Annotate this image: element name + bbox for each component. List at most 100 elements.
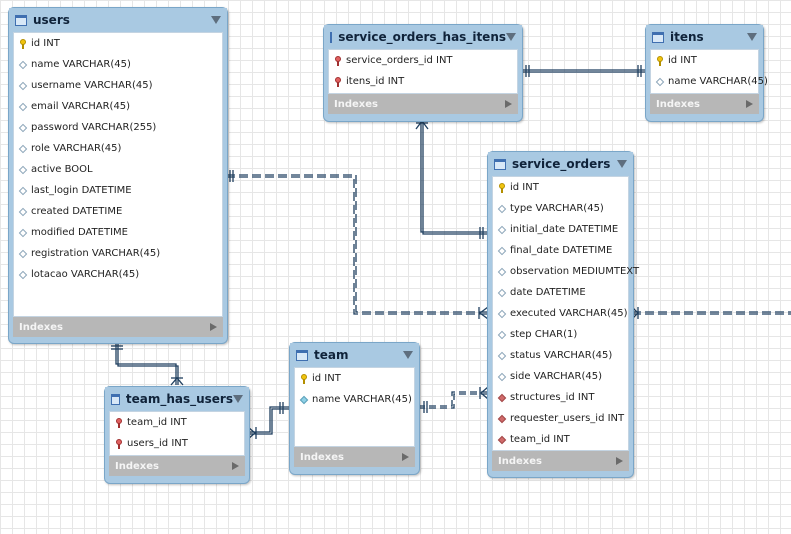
column-row[interactable]: modified DATETIME (14, 222, 222, 243)
column-icon (18, 102, 28, 112)
column-row[interactable]: registration VARCHAR(45) (14, 243, 222, 264)
expand-icon[interactable] (402, 453, 409, 461)
column-row[interactable]: step CHAR(1) (493, 324, 628, 345)
column-row[interactable]: created DATETIME (14, 201, 222, 222)
table-name: users (33, 13, 70, 27)
column-row[interactable]: status VARCHAR(45) (493, 345, 628, 366)
column-row[interactable]: service_orders_id INT (329, 50, 517, 71)
table-team-has-users[interactable]: team_has_users team_id INT users_id INT … (104, 386, 250, 484)
foreign-key-column-icon (497, 393, 507, 403)
indexes-section[interactable]: Indexes (492, 451, 629, 471)
indexes-label: Indexes (498, 455, 542, 467)
table-service-orders[interactable]: service_orders id INT type VARCHAR(45) i… (487, 151, 639, 478)
rel-soi-service-orders (415, 119, 488, 239)
column-row[interactable]: lotacao VARCHAR(45) (14, 264, 222, 285)
collapse-icon[interactable] (233, 395, 243, 403)
column-row[interactable]: team_id INT (493, 429, 628, 450)
column-row[interactable]: id INT (651, 50, 758, 71)
table-header[interactable]: team (290, 343, 419, 367)
indexes-label: Indexes (19, 321, 63, 333)
collapse-icon[interactable] (403, 351, 413, 359)
indexes-section[interactable]: Indexes (328, 94, 518, 114)
collapse-icon[interactable] (211, 16, 221, 24)
foreign-key-icon (114, 438, 124, 449)
column-row[interactable]: executed VARCHAR(45) (493, 303, 628, 324)
foreign-key-icon (333, 55, 343, 66)
column-row[interactable]: users_id INT (110, 433, 244, 454)
column-icon (497, 372, 507, 382)
column-icon (18, 186, 28, 196)
table-name: service_orders_has_itens (338, 30, 506, 44)
table-header[interactable]: team_has_users (105, 387, 249, 411)
indexes-section[interactable]: Indexes (13, 317, 223, 337)
table-header[interactable]: itens (646, 25, 763, 49)
column-list: team_id INT users_id INT (109, 411, 245, 456)
column-icon (18, 249, 28, 259)
table-name: team_has_users (125, 392, 233, 406)
foreign-key-column-icon (497, 414, 507, 424)
column-icon (497, 267, 507, 277)
expand-icon[interactable] (616, 457, 623, 465)
column-row[interactable]: type VARCHAR(45) (493, 198, 628, 219)
indexes-section[interactable]: Indexes (294, 447, 415, 467)
column-row[interactable]: itens_id INT (329, 71, 517, 92)
column-row[interactable]: username VARCHAR(45) (14, 75, 222, 96)
table-name: team (314, 348, 349, 362)
column-row[interactable]: requester_users_id INT (493, 408, 628, 429)
table-users[interactable]: users id INT name VARCHAR(45) username V… (8, 7, 228, 344)
rel-team-team-has-users (247, 402, 290, 440)
column-row[interactable]: password VARCHAR(255) (14, 117, 222, 138)
indexes-section[interactable]: Indexes (109, 456, 245, 476)
primary-key-icon (18, 38, 28, 49)
column-list: id INT name VARCHAR(45) username VARCHAR… (13, 32, 223, 317)
column-list: id INT name VARCHAR(45) (650, 49, 768, 94)
column-row[interactable]: name VARCHAR(45) (651, 71, 768, 92)
indexes-label: Indexes (300, 451, 344, 463)
collapse-icon[interactable] (617, 160, 627, 168)
indexes-label: Indexes (334, 98, 378, 110)
expand-icon[interactable] (232, 462, 239, 470)
column-icon (497, 288, 507, 298)
column-row[interactable]: side VARCHAR(45) (493, 366, 628, 387)
table-icon (494, 158, 506, 170)
column-icon (497, 225, 507, 235)
column-row[interactable]: role VARCHAR(45) (14, 138, 222, 159)
column-row[interactable]: name VARCHAR(45) (14, 54, 222, 75)
column-icon (18, 207, 28, 217)
expand-icon[interactable] (505, 100, 512, 108)
expand-icon[interactable] (746, 100, 753, 108)
table-itens[interactable]: itens id INT name VARCHAR(45) Indexes (645, 24, 768, 122)
collapse-icon[interactable] (747, 33, 757, 41)
column-row[interactable]: id INT (14, 33, 222, 54)
column-row[interactable]: active BOOL (14, 159, 222, 180)
column-icon (497, 204, 507, 214)
column-list: service_orders_id INT itens_id INT (328, 49, 518, 94)
primary-key-icon (655, 55, 665, 66)
column-icon (18, 123, 28, 133)
column-row[interactable]: id INT (493, 177, 628, 198)
table-service-orders-has-itens[interactable]: service_orders_has_itens service_orders_… (323, 24, 523, 122)
column-row[interactable]: id INT (295, 368, 414, 389)
indexes-section[interactable]: Indexes (650, 94, 759, 114)
column-row[interactable]: structures_id INT (493, 387, 628, 408)
column-row[interactable]: email VARCHAR(45) (14, 96, 222, 117)
column-row[interactable]: final_date DATETIME (493, 240, 628, 261)
rel-users-team-has-users (111, 342, 184, 386)
collapse-icon[interactable] (506, 33, 516, 41)
column-row[interactable]: initial_date DATETIME (493, 219, 628, 240)
column-icon (18, 228, 28, 238)
table-header[interactable]: service_orders_has_itens (324, 25, 522, 49)
expand-icon[interactable] (210, 323, 217, 331)
primary-key-icon (299, 373, 309, 384)
table-header[interactable]: service_orders (488, 152, 633, 176)
primary-key-icon (497, 182, 507, 193)
table-header[interactable]: users (9, 8, 227, 32)
table-team[interactable]: team id INT name VARCHAR(45) Indexes (289, 342, 420, 475)
column-row[interactable]: date DATETIME (493, 282, 628, 303)
column-row[interactable]: name VARCHAR(45) (295, 389, 414, 410)
column-row[interactable]: observation MEDIUMTEXT (493, 261, 639, 282)
column-row[interactable]: last_login DATETIME (14, 180, 222, 201)
column-row[interactable]: team_id INT (110, 412, 244, 433)
column-icon (497, 330, 507, 340)
